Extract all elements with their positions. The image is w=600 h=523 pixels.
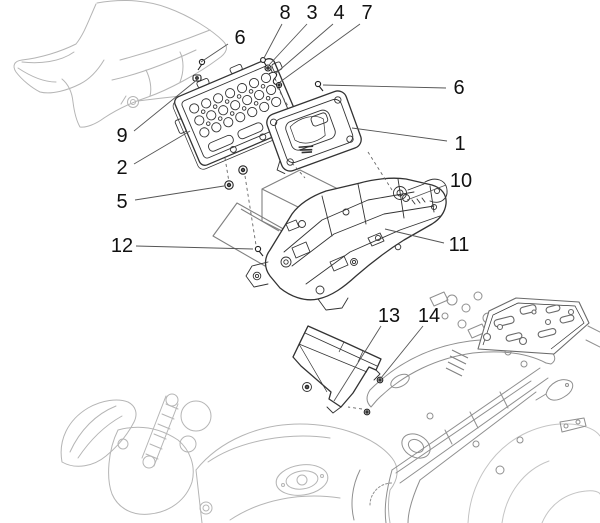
- luggage-rack-illustration: [477, 297, 600, 355]
- screw-14-upper: [376, 376, 384, 384]
- callout-5-label: 5: [116, 191, 127, 213]
- callout-7-label: 7: [361, 2, 372, 24]
- callout-8-leader: [263, 23, 283, 59]
- callout-4-leader: [274, 23, 334, 75]
- clip-4: [268, 71, 280, 86]
- callout-14-leader: [380, 325, 424, 379]
- mudguard-illustration: [292, 325, 382, 414]
- saddle-illustration: [13, 0, 231, 128]
- nut-7: [275, 81, 283, 89]
- motorcycle-rear-illustration: [351, 291, 600, 523]
- callout-2-leader: [133, 130, 191, 165]
- assembly-axis-lines: [224, 86, 393, 410]
- callout-1-leader: [351, 127, 448, 142]
- callout-6-label: 6: [453, 77, 464, 99]
- callout-6-label: 6: [234, 27, 245, 49]
- callout-3-leader: [268, 23, 308, 66]
- callout-9-leader: [133, 78, 199, 132]
- callout-11-label: 11: [449, 234, 470, 256]
- callout-11-leader: [384, 228, 445, 244]
- callout-7-leader: [279, 23, 361, 83]
- screw-12: [254, 245, 264, 257]
- callout-2-label: 2: [116, 157, 127, 179]
- grommet-5-lower: [224, 180, 234, 190]
- equipment-tray-illustration: [172, 58, 300, 170]
- callout-13-leader: [333, 325, 382, 402]
- callout-12-leader: [135, 245, 254, 250]
- callout-3-label: 3: [306, 2, 317, 24]
- callout-5-leader: [134, 185, 225, 201]
- callout-13-label: 13: [378, 305, 400, 327]
- callout-6-leader: [200, 43, 229, 63]
- callout-10-leader: [406, 184, 447, 201]
- callout-9-label: 9: [116, 125, 127, 147]
- callout-10-label: 10: [450, 170, 472, 192]
- compartment-tray-illustration: [266, 90, 362, 175]
- callout-1-label: 1: [454, 133, 465, 155]
- rear-subframe-illustration: [245, 177, 448, 311]
- grommet-5-upper: [238, 165, 248, 175]
- callout-12-label: 12: [111, 235, 133, 257]
- indicator-illustration: [545, 379, 574, 401]
- callout-6-leader: [322, 84, 447, 89]
- nut-3: [264, 64, 272, 72]
- callout-8-label: 8: [279, 2, 290, 24]
- motorcycle-front-illustration: [60, 393, 398, 523]
- callout-4-label: 4: [333, 2, 344, 24]
- screw-14-lower: [363, 408, 371, 416]
- screw-6-right: [314, 80, 324, 92]
- fastener-hardware: [192, 57, 384, 416]
- callout-14-label: 14: [418, 305, 440, 327]
